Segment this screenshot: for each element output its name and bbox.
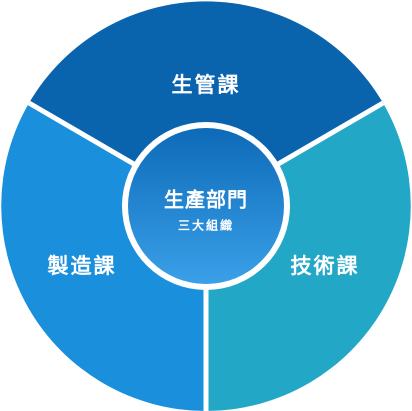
center-title: 生產部門	[164, 187, 248, 212]
segment-label-production-control: 生管課	[171, 73, 241, 97]
segment-label-manufacturing: 製造課	[47, 254, 117, 278]
center-subtitle: 三大組織	[177, 218, 235, 233]
segment-label-technical: 技術課	[290, 254, 360, 278]
center-circle	[128, 128, 284, 284]
segment-top	[29, 1, 383, 206]
